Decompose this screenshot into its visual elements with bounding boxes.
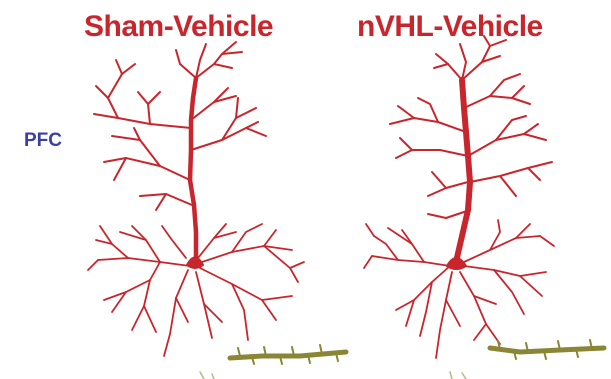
neuron-nvhl-vehicle — [364, 36, 554, 358]
spine-segment-sham-vehicle — [230, 345, 346, 364]
apical-dendrite — [190, 78, 196, 262]
spine-fragments-bottom — [200, 372, 466, 379]
apical-branches-left — [94, 60, 192, 210]
neuron-sham-vehicle — [88, 42, 304, 356]
soma — [447, 258, 466, 269]
apical-branches-left — [390, 44, 470, 218]
apical-branches-right — [462, 36, 552, 196]
spine-segment-nvhl-vehicle — [490, 340, 604, 359]
